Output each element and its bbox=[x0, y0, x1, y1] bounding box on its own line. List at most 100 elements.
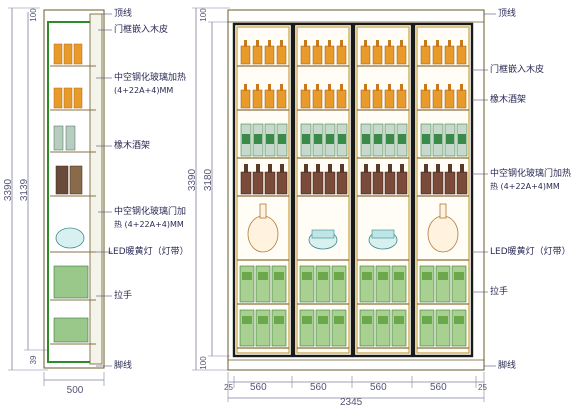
tea-box-label bbox=[454, 272, 464, 280]
front-led-label: LED暖黄灯（灯带） bbox=[490, 247, 571, 257]
bottle-neck bbox=[256, 40, 259, 47]
bottle-label bbox=[326, 134, 334, 144]
bottle-label bbox=[434, 134, 442, 144]
tea-box-label bbox=[454, 316, 464, 324]
tea-box-label bbox=[362, 272, 372, 280]
side-overall-height: 3390 bbox=[3, 178, 14, 202]
door-inner-frame bbox=[356, 26, 410, 354]
tea-box bbox=[435, 265, 451, 303]
bottle-label bbox=[446, 134, 454, 144]
tea-box bbox=[315, 265, 331, 303]
bottle-label bbox=[374, 134, 382, 144]
bottle-neck bbox=[424, 84, 427, 91]
wine-bottle bbox=[456, 171, 468, 195]
side-base-line-label: 脚线 bbox=[114, 361, 133, 371]
tea-box-label bbox=[302, 316, 312, 324]
tea-box-label bbox=[362, 316, 372, 324]
bottle-label bbox=[278, 134, 286, 144]
cabinet-doors bbox=[232, 22, 474, 358]
tea-box-label bbox=[274, 316, 284, 324]
bottle-neck bbox=[388, 40, 391, 47]
wine-bottle bbox=[420, 171, 432, 195]
bottle-neck bbox=[364, 84, 367, 91]
tea-box bbox=[255, 265, 271, 303]
bottle-neck bbox=[424, 40, 427, 47]
tea-box-label bbox=[318, 272, 328, 280]
tea-box bbox=[391, 265, 407, 303]
orange-bottle bbox=[456, 45, 467, 65]
side-hollow-glass-label: 中空钢化玻璃加热 bbox=[114, 73, 187, 83]
tea-box-label bbox=[378, 272, 388, 280]
side-bottom-gap: 39 bbox=[29, 355, 38, 365]
orange-bottle bbox=[372, 45, 383, 65]
bottle-neck bbox=[400, 164, 404, 173]
bottle-label bbox=[254, 134, 262, 144]
wine-bottle bbox=[312, 171, 324, 195]
bottle-neck bbox=[376, 84, 379, 91]
side-depth: 500 bbox=[66, 385, 84, 396]
bottle-neck bbox=[436, 164, 440, 173]
wine-bottle bbox=[432, 171, 444, 195]
side-top-gap: 100 bbox=[29, 8, 38, 22]
tea-box bbox=[391, 309, 407, 347]
orange-bottle bbox=[300, 45, 311, 65]
tea-box-label bbox=[242, 272, 252, 280]
front-base-line-label: 脚线 bbox=[498, 361, 517, 371]
wine-bottle bbox=[252, 171, 264, 195]
decanter-neck bbox=[439, 203, 447, 219]
tea-box bbox=[271, 265, 287, 303]
leader-lines bbox=[96, 13, 496, 367]
orange-bottle bbox=[384, 89, 395, 109]
bottle-neck bbox=[280, 40, 283, 47]
front-door-width-4: 560 bbox=[430, 382, 447, 393]
bottle-label bbox=[458, 134, 466, 144]
tea-box bbox=[419, 265, 435, 303]
tea-box-label bbox=[318, 316, 328, 324]
bottle-label bbox=[314, 134, 322, 144]
door-inner-frame bbox=[416, 26, 470, 354]
orange-bottle bbox=[276, 89, 287, 109]
bottle-neck bbox=[256, 84, 259, 91]
front-total-width: 2345 bbox=[340, 397, 363, 408]
glass-row bbox=[311, 229, 335, 239]
bottle-neck bbox=[376, 164, 380, 173]
bottle-neck bbox=[304, 84, 307, 91]
bottle-neck bbox=[364, 164, 368, 173]
tea-box-label bbox=[258, 272, 268, 280]
bottle-neck bbox=[448, 84, 451, 91]
front-edge-gap-left: 25 bbox=[224, 383, 233, 392]
door-inner-frame bbox=[236, 26, 290, 354]
bottle-neck bbox=[244, 84, 247, 91]
bottle-neck bbox=[328, 84, 331, 91]
front-glass-door-spec: 热 (4+22A+4)MM bbox=[490, 182, 560, 191]
tea-box-label bbox=[242, 316, 252, 324]
decanter-neck bbox=[259, 203, 267, 219]
tea-box bbox=[435, 309, 451, 347]
wine-bottle bbox=[444, 171, 456, 195]
orange-bottle bbox=[432, 89, 443, 109]
orange-bottle bbox=[396, 89, 407, 109]
bottle-neck bbox=[268, 84, 271, 91]
bottle-neck bbox=[376, 40, 379, 47]
orange-bottle bbox=[432, 45, 443, 65]
front-edge-gap-right: 25 bbox=[478, 383, 487, 392]
bottle-neck bbox=[460, 40, 463, 47]
front-top-line-label: 顶线 bbox=[498, 9, 517, 19]
orange-bottle bbox=[312, 45, 323, 65]
orange-bottle bbox=[396, 45, 407, 65]
side-handle-label: 拉手 bbox=[114, 291, 133, 301]
tea-box bbox=[451, 265, 467, 303]
bottle-neck bbox=[256, 164, 260, 173]
tea-box bbox=[271, 309, 287, 347]
tea-box-label bbox=[394, 272, 404, 280]
orange-bottle bbox=[252, 89, 263, 109]
wine-bottle bbox=[336, 171, 348, 195]
side-led-label: LED暖黄灯（灯带） bbox=[108, 247, 189, 257]
tea-box bbox=[359, 265, 375, 303]
orange-bottle bbox=[336, 45, 347, 65]
bottle-label bbox=[386, 134, 394, 144]
bottle-neck bbox=[436, 84, 439, 91]
orange-bottle bbox=[420, 45, 431, 65]
decanter-bottle bbox=[427, 215, 459, 253]
